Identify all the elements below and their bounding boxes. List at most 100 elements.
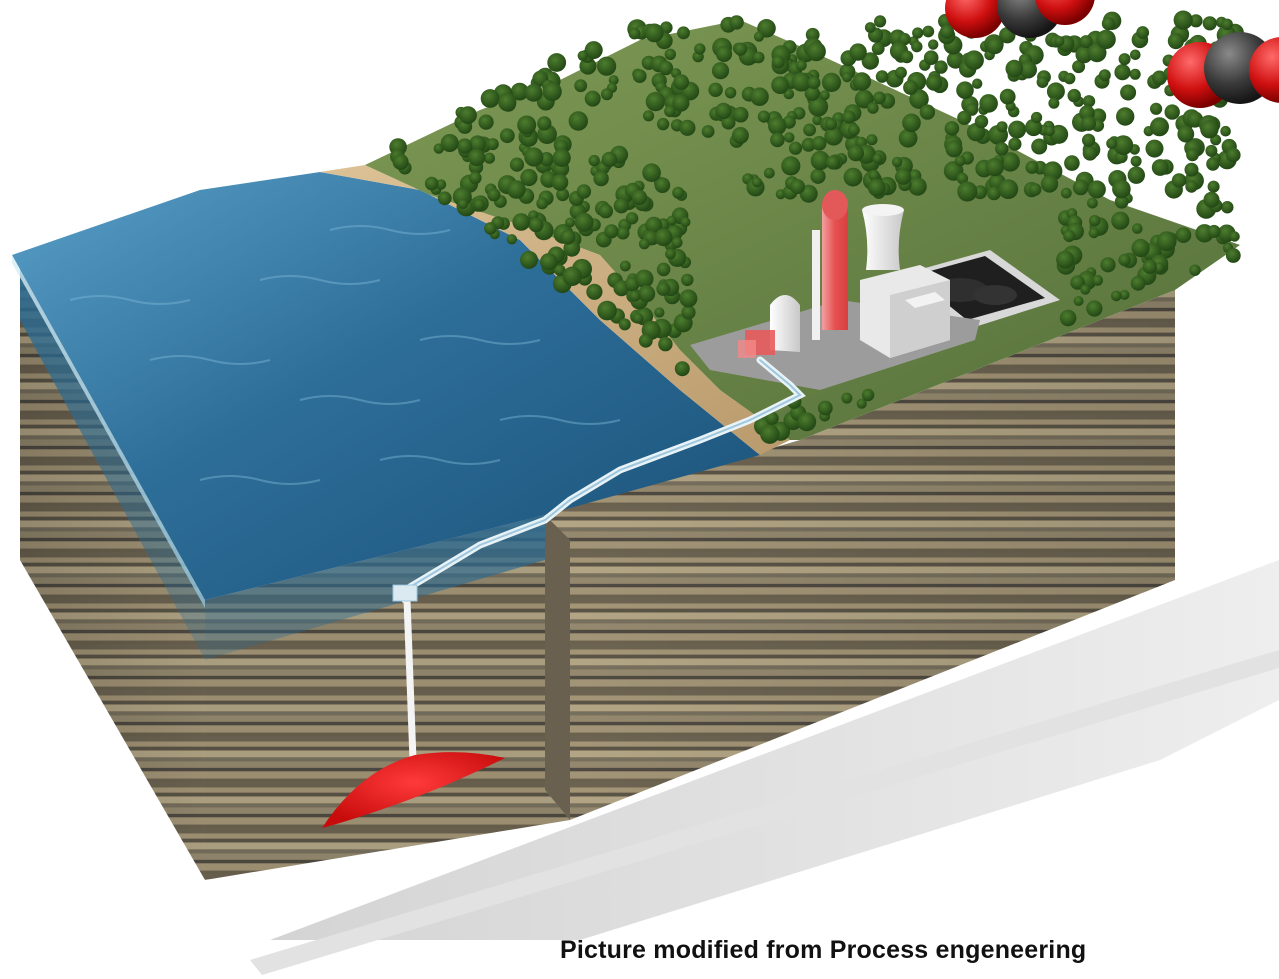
tree xyxy=(536,197,549,210)
tree xyxy=(554,264,566,276)
tree xyxy=(588,154,600,167)
tree xyxy=(656,281,671,296)
tree xyxy=(643,110,655,122)
tree xyxy=(848,124,860,136)
tree xyxy=(512,213,530,231)
tree xyxy=(1089,215,1101,227)
tree xyxy=(674,361,690,377)
tree xyxy=(923,50,939,65)
tree xyxy=(871,42,885,55)
tree xyxy=(598,203,613,219)
tree xyxy=(542,82,562,102)
tree xyxy=(1206,157,1220,171)
tree xyxy=(524,83,543,102)
tree xyxy=(435,179,447,190)
tree xyxy=(644,23,664,43)
tree xyxy=(507,180,526,199)
tree xyxy=(765,411,779,425)
tree xyxy=(804,85,820,101)
tree xyxy=(1080,284,1091,295)
tree xyxy=(679,119,696,136)
tree xyxy=(1111,211,1130,230)
tree xyxy=(499,128,515,144)
tree xyxy=(842,72,853,83)
tree xyxy=(1063,72,1076,85)
tree xyxy=(469,171,482,185)
tree xyxy=(601,151,618,168)
tree xyxy=(1152,70,1167,86)
tree xyxy=(1221,18,1233,30)
tree xyxy=(654,177,671,193)
tree xyxy=(1127,166,1146,184)
beach xyxy=(320,165,790,455)
tree xyxy=(498,93,517,112)
tree xyxy=(708,82,723,98)
tree xyxy=(729,15,744,30)
tree xyxy=(902,113,921,133)
tree xyxy=(671,237,683,248)
tree xyxy=(1000,152,1020,172)
tree xyxy=(801,137,816,152)
tree xyxy=(874,15,887,28)
tree xyxy=(486,138,499,151)
tree xyxy=(1031,138,1048,155)
tree xyxy=(638,285,656,303)
tree xyxy=(1136,26,1150,39)
image-caption: Picture modified from Process engeneerin… xyxy=(560,936,1087,964)
tree xyxy=(457,138,473,154)
tree xyxy=(842,110,856,124)
tree xyxy=(986,37,1004,55)
tree xyxy=(1081,116,1097,131)
tree xyxy=(1221,201,1234,214)
tree xyxy=(1129,68,1141,80)
tree xyxy=(540,253,558,271)
tree xyxy=(632,69,647,83)
tree xyxy=(665,248,676,260)
tree xyxy=(524,147,544,167)
tree xyxy=(1116,107,1135,126)
tree xyxy=(753,31,765,42)
tree xyxy=(645,216,663,234)
tree xyxy=(979,94,998,113)
tree xyxy=(956,81,974,99)
tree xyxy=(681,273,694,287)
tree xyxy=(1028,183,1042,196)
tree xyxy=(631,189,648,206)
tree xyxy=(473,198,485,211)
tree xyxy=(1207,180,1220,193)
tree xyxy=(1086,300,1103,317)
strata-right xyxy=(545,290,1175,820)
tree xyxy=(1048,97,1060,109)
tree xyxy=(638,333,653,348)
tree xyxy=(912,27,924,39)
sea-surface xyxy=(12,172,760,608)
tree xyxy=(680,217,691,227)
tree xyxy=(954,155,966,167)
tree xyxy=(852,72,872,91)
tree xyxy=(437,191,452,206)
tree xyxy=(1118,53,1131,66)
tree xyxy=(1173,10,1193,30)
tree xyxy=(642,163,661,182)
tree xyxy=(1186,148,1199,162)
tree xyxy=(1220,125,1231,137)
tree xyxy=(1059,309,1077,327)
tree xyxy=(715,45,733,63)
tree xyxy=(1189,14,1203,28)
tree xyxy=(664,105,676,118)
tree xyxy=(1145,139,1164,158)
tree xyxy=(677,26,690,40)
tree xyxy=(565,217,576,228)
power-plant xyxy=(690,190,980,390)
tree xyxy=(625,212,639,225)
tree xyxy=(734,42,748,56)
tree xyxy=(506,234,517,245)
tree xyxy=(1150,102,1163,115)
tree xyxy=(1040,175,1059,193)
tree xyxy=(1106,138,1118,149)
tree xyxy=(795,59,807,71)
tree xyxy=(1184,162,1199,177)
tree xyxy=(440,134,459,152)
tree xyxy=(459,106,477,124)
tree xyxy=(1079,35,1093,49)
